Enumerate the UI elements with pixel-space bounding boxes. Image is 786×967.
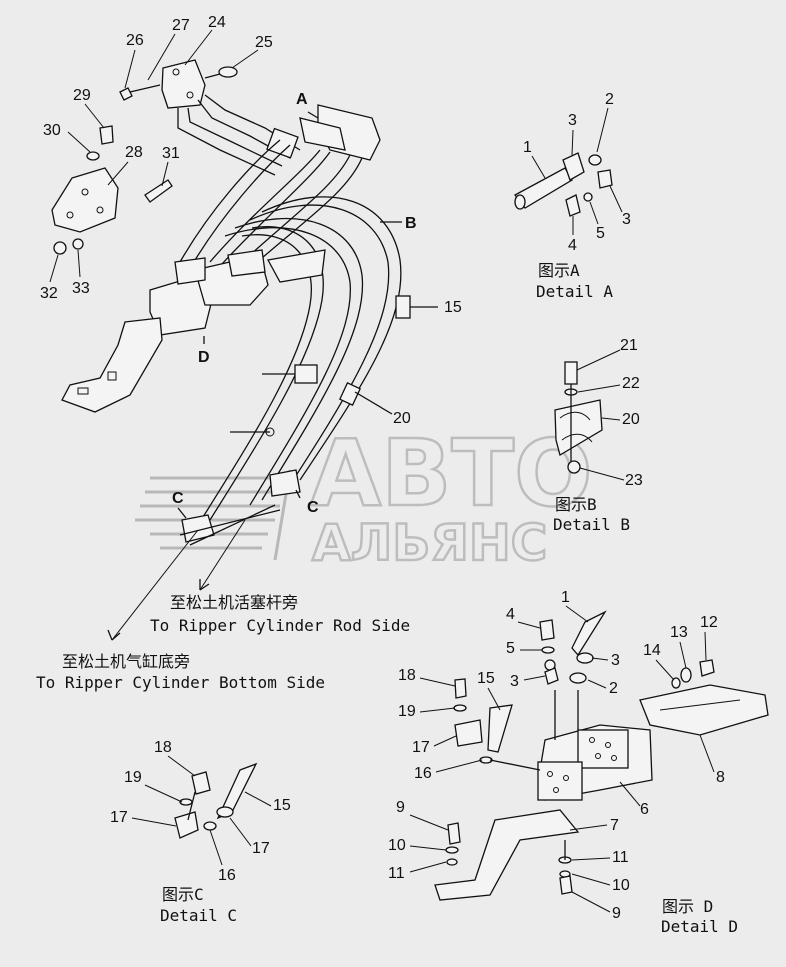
a-label-3b: 3 — [622, 211, 631, 228]
d-label-8: 8 — [716, 769, 725, 786]
rod-side-cn: 至松土机活塞杆旁 — [170, 593, 298, 612]
b-label-21: 21 — [620, 337, 638, 354]
d-label-1: 1 — [561, 589, 570, 606]
detail-a: 1 2 3 3 4 5 图示A Detail A — [514, 91, 631, 301]
c-label-19: 19 — [124, 769, 142, 786]
b-label-20: 20 — [622, 411, 640, 428]
bracket-7 — [434, 809, 580, 901]
d-label-18: 18 — [398, 667, 416, 684]
detail-c-caption-cn: 图示C — [162, 885, 204, 904]
rod-side-en: To Ripper Cylinder Rod Side — [150, 616, 410, 635]
d-label-6: 6 — [640, 801, 649, 818]
d-label-16: 16 — [414, 765, 432, 782]
a-label-4: 4 — [568, 237, 577, 254]
b-label-23: 23 — [625, 472, 643, 489]
detail-c: 18 19 15 17 17 16 图示C Detail C — [110, 739, 291, 925]
d-label-19: 19 — [398, 703, 416, 720]
d-label-11: 11 — [388, 865, 405, 882]
c-label-15: 15 — [273, 797, 291, 814]
bracket-28 — [51, 167, 119, 233]
label-33: 33 — [72, 280, 90, 297]
view-marker-a: A — [296, 91, 308, 108]
c-label-18: 18 — [154, 739, 172, 756]
view-marker-c2: C — [307, 499, 319, 516]
c-label-17b: 17 — [252, 840, 270, 857]
label-20: 20 — [393, 410, 411, 427]
detail-d-caption-cn: 图示 D — [662, 897, 713, 916]
b-label-22: 22 — [622, 375, 640, 392]
c-label-17: 17 — [110, 809, 128, 826]
detail-b-caption-en: Detail B — [553, 515, 630, 534]
a-label-3: 3 — [568, 112, 577, 129]
label-31: 31 — [162, 145, 180, 162]
d-label-2: 2 — [609, 680, 618, 697]
view-marker-d: D — [198, 349, 210, 366]
label-15: 15 — [444, 299, 462, 316]
detail-d: 1 4 5 3 3 2 12 13 14 18 15 19 17 16 8 6 … — [388, 589, 769, 936]
d-label-3: 3 — [611, 652, 620, 669]
watermark-line1: АВТО — [310, 420, 592, 527]
detail-b-caption-cn: 图示B — [555, 495, 597, 514]
watermark-line2: АЛЬЯНС — [312, 514, 547, 572]
label-25: 25 — [255, 34, 273, 51]
detail-c-caption-en: Detail C — [160, 906, 237, 925]
bracket-foot — [61, 317, 163, 413]
detail-d-caption-en: Detail D — [661, 917, 738, 936]
d-label-13: 13 — [670, 624, 688, 641]
d-label-11b: 11 — [612, 849, 629, 866]
d-label-12: 12 — [700, 614, 718, 631]
label-28: 28 — [125, 144, 143, 161]
detail-a-caption-en: Detail A — [536, 282, 613, 301]
view-marker-b: B — [405, 215, 417, 232]
o-ring-25 — [218, 66, 238, 78]
d-label-17: 17 — [412, 739, 430, 756]
a-label-5: 5 — [596, 225, 605, 242]
watermark-logo: АВТО АЛЬЯНС — [135, 419, 594, 573]
bottom-side-cn: 至松土机气缸底旁 — [62, 652, 190, 671]
d-label-9b: 9 — [612, 905, 621, 922]
label-30: 30 — [43, 122, 61, 139]
bracket-8 — [639, 684, 769, 736]
a-label-1: 1 — [523, 139, 532, 156]
d-label-7: 7 — [610, 817, 619, 834]
detail-a-caption-cn: 图示A — [538, 261, 580, 280]
label-26: 26 — [126, 32, 144, 49]
d-label-15: 15 — [477, 670, 495, 687]
label-29: 29 — [73, 87, 91, 104]
d-label-10: 10 — [388, 837, 406, 854]
d-label-3b: 3 — [510, 673, 519, 690]
d-label-4: 4 — [506, 606, 515, 623]
bottom-side-en: To Ripper Cylinder Bottom Side — [36, 673, 325, 692]
label-27: 27 — [172, 17, 190, 34]
a-label-2: 2 — [605, 91, 614, 108]
main-hose-assembly — [51, 59, 438, 641]
d-label-14: 14 — [643, 642, 661, 659]
d-label-10b: 10 — [612, 877, 630, 894]
c-label-16: 16 — [218, 867, 236, 884]
d-label-5: 5 — [506, 640, 515, 657]
d-label-9: 9 — [396, 799, 405, 816]
view-marker-c1: C — [172, 490, 184, 507]
label-32: 32 — [40, 285, 58, 302]
label-24: 24 — [208, 14, 226, 31]
detail-b: 21 22 20 23 图示B Detail B — [553, 337, 643, 534]
main-labels: 24 25 26 27 28 29 30 31 32 33 15 20 A B … — [36, 14, 462, 692]
